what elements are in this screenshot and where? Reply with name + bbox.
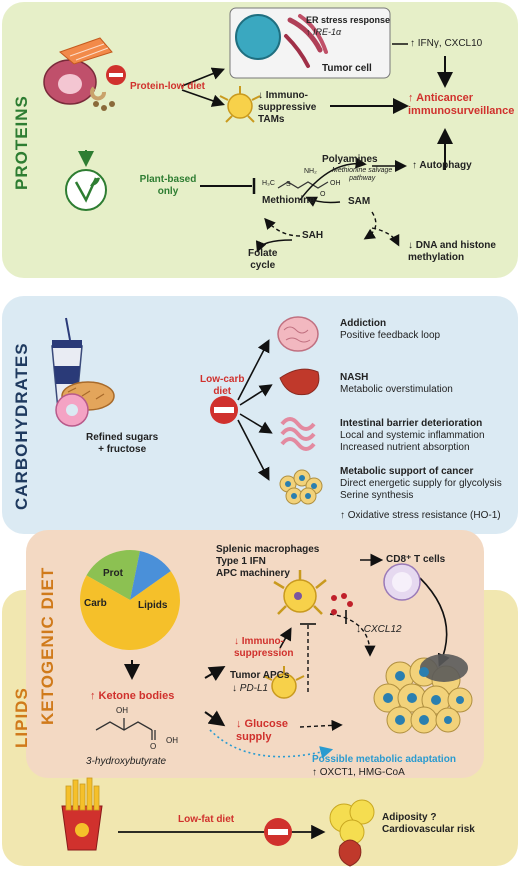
- adiposity-label: Adiposity ? Cardiovascular risk: [382, 812, 475, 835]
- protein-low-diet-label: Protein-low diet: [130, 81, 205, 92]
- protein-food-icon: [43, 37, 115, 111]
- hydroxybutyrate-label: 3-hydroxybutyrate: [86, 756, 167, 767]
- pie-label-carb: Carb: [84, 598, 107, 609]
- struct-oh-label: OH: [330, 180, 341, 187]
- anticancer-arrow: ↑: [408, 92, 414, 104]
- carb-effect-title: Metabolic support of cancer: [340, 466, 474, 477]
- er-stress-label: ER stress response: [306, 15, 391, 25]
- carb-effect-intestinal: Intestinal barrier deterioration Local a…: [340, 418, 485, 454]
- ire1a-label: ↑ IRE-1α: [306, 27, 342, 37]
- no-sign-icon-protein: [106, 65, 126, 85]
- splenic-label: Splenic macrophages Type 1 IFN APC machi…: [216, 544, 320, 579]
- oxct-label: ↑ OXCT1, HMG-CoA: [312, 767, 405, 778]
- glucose-supply-label: ↓ Glucose supply: [236, 718, 288, 744]
- no-sign-icon-fat: [264, 818, 292, 846]
- tams-label: ↓ Immuno- suppressive TAMs: [258, 90, 317, 125]
- fries-icon: [61, 777, 103, 851]
- carb-effect-desc: Metabolic overstimulation: [340, 384, 453, 395]
- struct-s-label: S: [286, 181, 291, 188]
- pie-label-lipids: Lipids: [138, 600, 168, 611]
- struct-o-label: O: [320, 191, 326, 198]
- macronutrient-pie-chart: [79, 550, 180, 650]
- folate-label: Folate cycle: [248, 248, 278, 271]
- ifn-label: ↑ IFNγ, CXCL10: [410, 38, 483, 49]
- tumor-cell-label: Tumor cell: [322, 63, 372, 74]
- macrophage-cell-icon: [273, 570, 327, 615]
- plant-based-label: Plant-based only: [139, 174, 197, 197]
- lowfat-label: Low-fat diet: [178, 814, 235, 825]
- autophagy-label: ↑ Autophagy: [412, 160, 472, 171]
- methionine-label: Methionine: [262, 195, 315, 206]
- anticancer-text: Anticancer immunosurveillance: [408, 92, 515, 118]
- metabolic-adaptation-label: Possible metabolic adaptation: [312, 754, 456, 765]
- sugary-food-icon: [51, 317, 115, 427]
- immunosuppression-label: ↓ Immuno- suppression: [234, 636, 294, 659]
- cd8-label: CD8⁺ T cells: [386, 554, 446, 565]
- oxidative-stress-label: ↑ Oxidative stress resistance (HO-1): [340, 510, 501, 521]
- carb-effect-cancer: Metabolic support of cancer Direct energ…: [340, 466, 502, 502]
- carb-effect-desc: Local and systemic inflammation Increase…: [340, 430, 485, 453]
- ketone-bodies-label: ↑ Ketone bodies: [90, 690, 175, 702]
- pdl1-label: ↓ PD-L1: [232, 683, 269, 694]
- refined-sugars-label: Refined sugars + fructose: [86, 432, 159, 455]
- pie-slice-lipids: [79, 571, 180, 650]
- pie-slice-carb: [130, 550, 171, 600]
- plant-icon: [65, 169, 107, 211]
- struct-o-keto: O: [150, 742, 157, 751]
- sah-label: SAH: [302, 230, 324, 241]
- carb-effect-title: Addiction: [340, 318, 387, 329]
- carb-effect-title: Intestinal barrier deterioration: [340, 418, 483, 429]
- dna-methylation-label: ↓ DNA and histone methylation: [408, 240, 496, 263]
- carb-effect-desc: Positive feedback loop: [340, 330, 441, 341]
- no-sign-icon-carb: [210, 396, 238, 424]
- carb-effect-nash: NASH Metabolic overstimulation: [340, 372, 453, 396]
- lowcarb-label: Low-carb diet: [200, 374, 245, 397]
- struct-nh2-label: NH₂: [304, 168, 317, 175]
- struct-oh-keto: OH: [116, 706, 128, 715]
- tumor-apcs-label: Tumor APCs: [230, 670, 290, 681]
- carbohydrates-panel: [2, 296, 518, 534]
- carb-effect-title: NASH: [340, 372, 369, 383]
- carb-effect-desc: Direct energetic supply for glycolysis S…: [340, 478, 502, 501]
- adipocyte-heart-icon: [329, 799, 375, 867]
- tam-cell-icon: [219, 86, 261, 123]
- pie-slice-prot: [86, 550, 140, 600]
- struct-oh2-keto: OH: [166, 736, 178, 745]
- pie-label-prot: Prot: [103, 568, 123, 579]
- struct-ch3-label: H₃C: [262, 180, 275, 187]
- carb-effect-addiction: Addiction Positive feedback loop: [340, 318, 440, 342]
- sam-label: SAM: [348, 196, 371, 207]
- cxcl12-label: ↓ CXCL12: [356, 624, 402, 635]
- anticancer-label: ↑ Anticancer immunosurveillance: [408, 92, 514, 118]
- salvage-label: Methionine salvage pathway: [332, 167, 393, 183]
- polyamines-label: Polyamines: [322, 154, 378, 165]
